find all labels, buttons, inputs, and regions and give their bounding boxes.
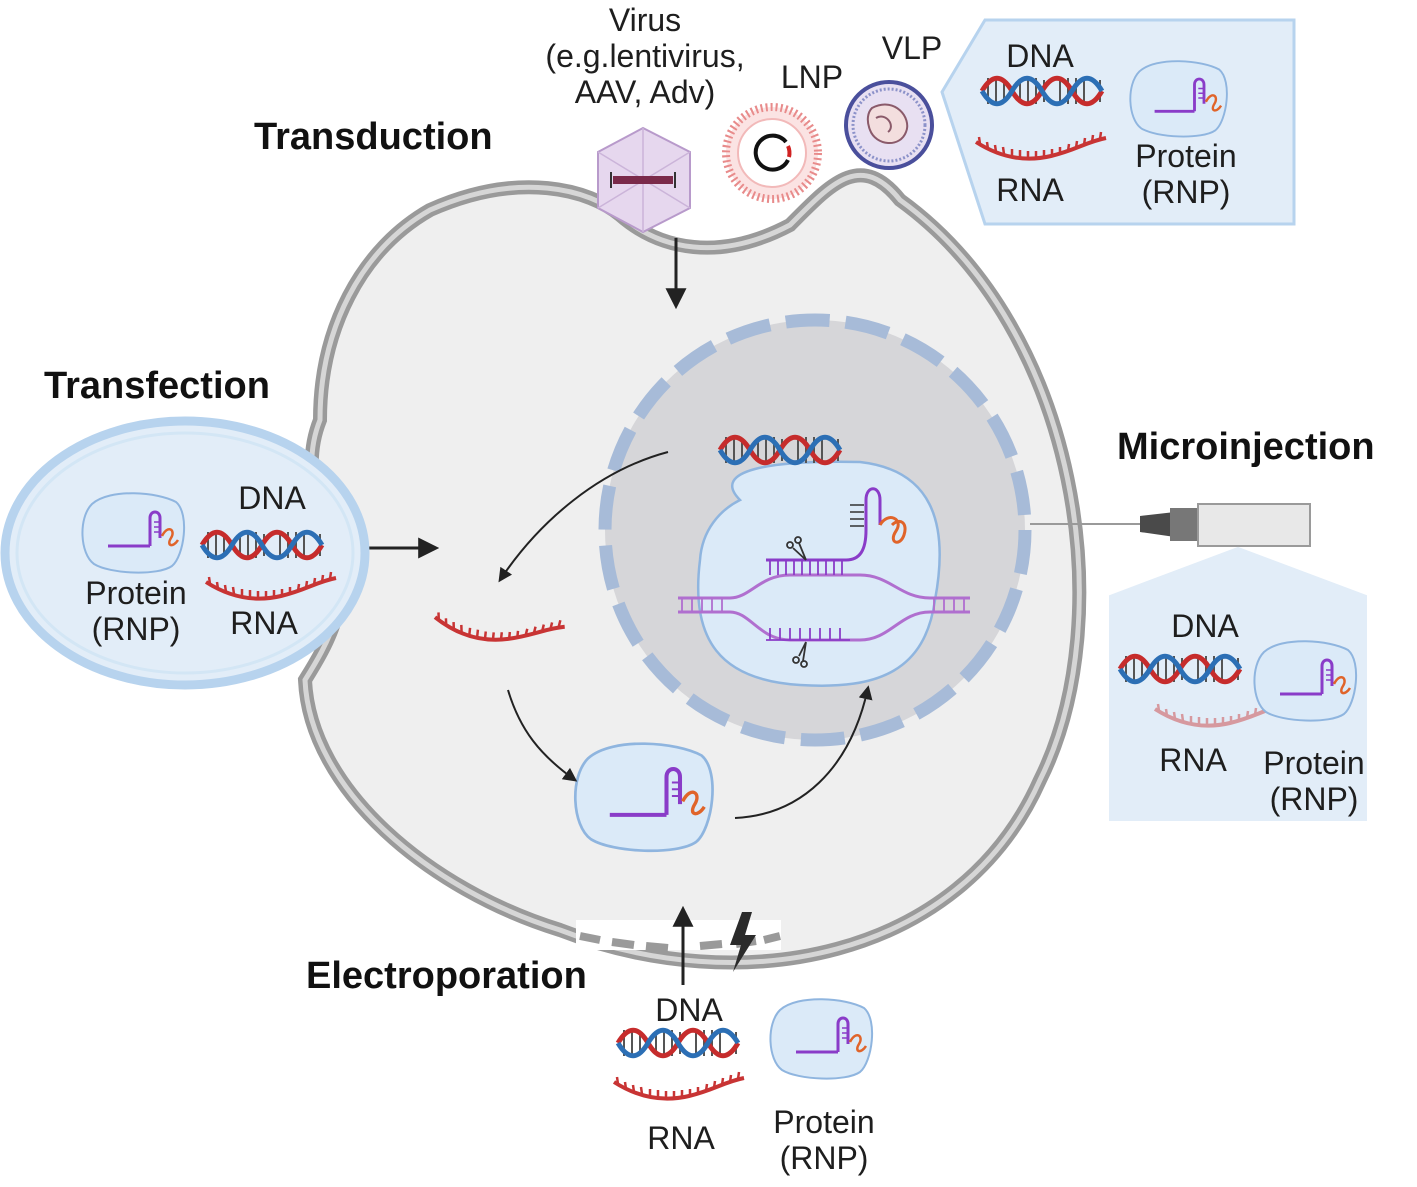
microinjection-rnp-text: (RNP) — [1269, 781, 1359, 817]
vlp-panel-rna-label: RNA — [996, 172, 1064, 208]
transfection-protein-text: Protein — [85, 575, 187, 611]
lnp-icon — [722, 103, 822, 203]
microinjection-cargo-panel — [1109, 546, 1367, 821]
electroporation-protein-label: Protein (RNP) — [754, 1104, 894, 1176]
lightning-icon — [730, 912, 756, 972]
arrow-rna-to-rnp — [507, 689, 578, 782]
transfection-liposome — [0, 416, 370, 690]
microinjection-needle — [1030, 503, 1311, 547]
microinjection-rnp — [1252, 639, 1358, 723]
arrow-dna-to-rna — [498, 451, 669, 583]
transfection-protein-label: Protein (RNP) — [66, 575, 206, 647]
vlp-icon — [844, 80, 934, 170]
electroporation-dna — [618, 1030, 738, 1056]
virus-capsid-icon — [597, 126, 691, 234]
electroporation-rnp-text: (RNP) — [779, 1140, 869, 1176]
transfection-rnp — [80, 491, 186, 575]
lnp-label: LNP — [780, 59, 844, 95]
electroporation-rna — [612, 1070, 746, 1101]
virus-label: Virus (e.g.lentivirus, AAV, Adv) — [520, 2, 770, 110]
transfection-dna-label: DNA — [238, 480, 306, 516]
cas9-editing-complex — [678, 460, 970, 687]
microinjection-dna-label: DNA — [1171, 608, 1239, 644]
microinjection-label: Microinjection — [1117, 426, 1375, 468]
microinjection-protein-text: Protein — [1263, 745, 1365, 781]
vlp-panel-protein-label: Protein (RNP) — [1116, 138, 1256, 210]
vlp-panel-rnp-text: (RNP) — [1141, 174, 1231, 210]
transfection-label: Transfection — [44, 365, 270, 407]
microinjection-protein-label: Protein (RNP) — [1244, 745, 1384, 817]
vlp-panel-protein-text: Protein — [1135, 138, 1237, 174]
electroporation-label: Electroporation — [306, 955, 587, 997]
virus-title: Virus — [608, 2, 682, 38]
internal-arrows — [498, 451, 873, 819]
transfection-rna-label: RNA — [230, 605, 298, 641]
vlp-panel-rnp — [1128, 59, 1229, 138]
cytoplasm-rnp — [575, 744, 712, 851]
virus-examples-line2: AAV, Adv) — [574, 74, 716, 110]
entry-arrows — [368, 238, 694, 985]
transfection-rnp-text: (RNP) — [91, 611, 181, 647]
electroporation-dna-label: DNA — [655, 992, 723, 1028]
electroporation-rnp — [768, 997, 874, 1081]
vlp-panel-dna-label: DNA — [1006, 38, 1074, 74]
virus-examples-line1: (e.g.lentivirus, — [545, 38, 745, 74]
microinjection-rna-label: RNA — [1159, 742, 1227, 778]
electroporation-rna-label: RNA — [647, 1120, 715, 1156]
vlp-label: VLP — [881, 30, 943, 66]
electroporation-protein-text: Protein — [773, 1104, 875, 1140]
arrow-rnp-to-nucleus — [734, 685, 873, 819]
transduction-label: Transduction — [254, 116, 493, 158]
